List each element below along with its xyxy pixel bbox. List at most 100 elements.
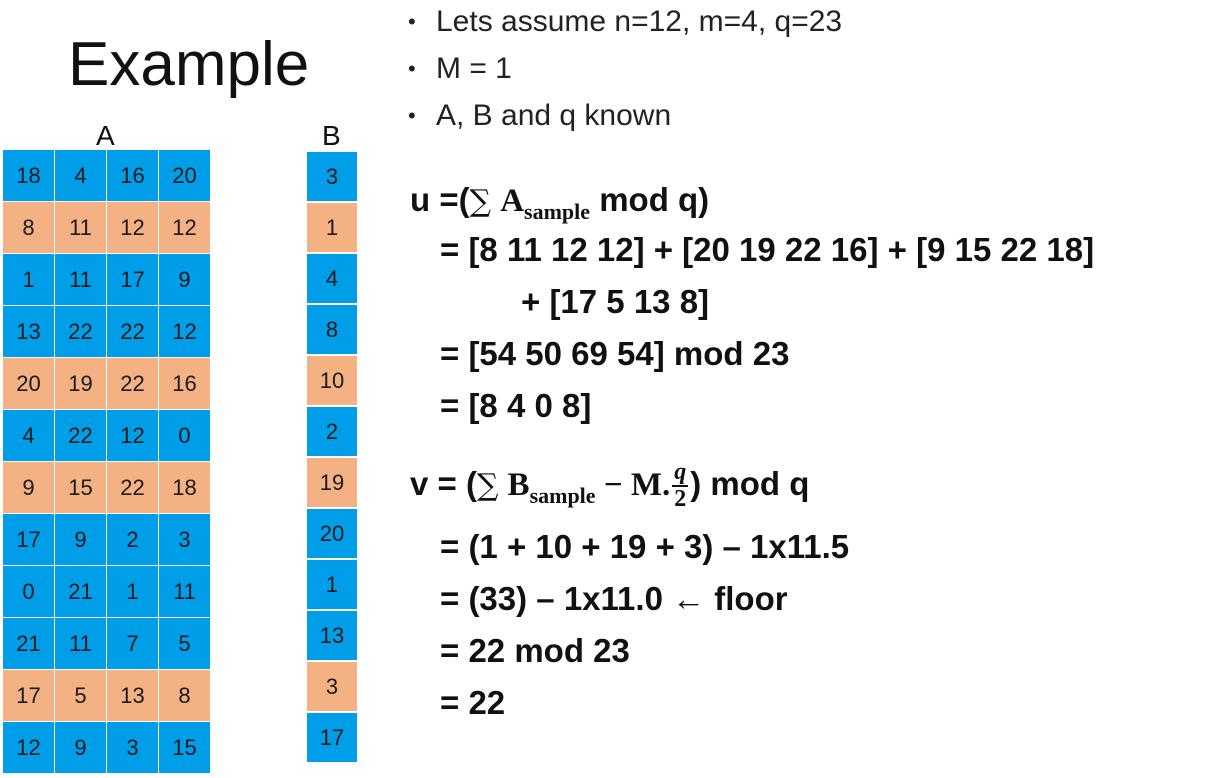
assumptions-list: •Lets assume n=12, m=4, q=23 •M = 1 •A, … (408, 2, 842, 143)
fraction-numerator: q (672, 459, 689, 488)
v-minus-term: − M. (595, 466, 671, 503)
matrix-a-cell: 9 (2, 461, 55, 514)
matrix-a-cell: 2 (106, 513, 159, 566)
sigma-symbol: ∑ (476, 467, 499, 503)
v-step: = (1 + 10 + 19 + 3) – 1x11.5 (440, 528, 850, 565)
v-step: = 22 (440, 684, 506, 721)
matrix-a-cell: 20 (2, 357, 55, 410)
matrix-a-cell: 11 (158, 565, 211, 618)
matrix-a-cell: 22 (106, 357, 159, 410)
v-variable: B (507, 466, 530, 503)
matrix-a-cell: 8 (2, 201, 55, 254)
matrix-a-label: A (96, 120, 115, 151)
matrix-a-cell: 1 (2, 253, 55, 306)
matrix-a-cell: 12 (106, 409, 159, 462)
bullet-item: •M = 1 (408, 52, 512, 85)
matrix-a-cell: 17 (2, 669, 55, 722)
u-variable: A (500, 183, 525, 219)
v-subscript: sample (529, 482, 596, 508)
matrix-a-cell: 15 (158, 721, 211, 774)
matrix-a-cell: 0 (2, 565, 55, 618)
vector-b-cell: 13 (306, 610, 358, 661)
matrix-a-cell: 5 (54, 669, 107, 722)
matrix-a-cell: 21 (2, 617, 55, 670)
matrix-a-cell: 21 (54, 565, 107, 618)
matrix-a-cell: 22 (54, 409, 107, 462)
matrix-a-cell: 12 (106, 201, 159, 254)
matrix-a-cell: 16 (158, 357, 211, 410)
vector-b-cell: 10 (306, 355, 358, 406)
vector-b-cell: 3 (306, 661, 358, 712)
u-subscript: sample (524, 199, 591, 224)
bullet-text: A, B and q known (436, 99, 672, 132)
matrix-a-cell: 11 (54, 253, 107, 306)
matrix-a-cell: 17 (106, 253, 159, 306)
matrix-a-cell: 12 (2, 721, 55, 774)
bullet-item: •A, B and q known (408, 99, 672, 132)
matrix-a-cell: 11 (54, 617, 107, 670)
slide-title: Example (68, 30, 310, 99)
v-suffix: ) mod q (690, 464, 810, 502)
v-step: = (33) – 1x11.0 ← floor (440, 580, 788, 617)
u-prefix: u =( (410, 181, 470, 218)
matrix-a-cell: 9 (54, 513, 107, 566)
vector-b-cell: 4 (306, 253, 358, 304)
matrix-a-cell: 3 (106, 721, 159, 774)
u-step: = [54 50 69 54] mod 23 (440, 335, 790, 372)
u-formula-header: u =(∑ Asample mod q) (410, 183, 709, 223)
matrix-a-cell: 16 (106, 149, 159, 202)
matrix-a-cell: 12 (158, 201, 211, 254)
matrix-a-cell: 0 (158, 409, 211, 462)
matrix-a-cell: 7 (106, 617, 159, 670)
matrix-a-cell: 12 (158, 305, 211, 358)
u-step: + [17 5 13 8] (521, 283, 710, 320)
matrix-a-cell: 17 (2, 513, 55, 566)
matrix-a-cell: 9 (158, 253, 211, 306)
bullet-item: •Lets assume n=12, m=4, q=23 (408, 5, 843, 38)
matrix-a-cell: 4 (2, 409, 55, 462)
matrix-a-cell: 18 (2, 149, 55, 202)
matrix-a-cell: 3 (158, 513, 211, 566)
vector-b-cell: 3 (306, 151, 358, 202)
vector-b-cell: 19 (306, 457, 358, 508)
u-suffix: mod q) (590, 181, 710, 218)
matrix-a-cell: 22 (54, 305, 107, 358)
vector-b-cell: 17 (306, 712, 358, 763)
vector-b-cell: 1 (306, 559, 358, 610)
matrix-a-cell: 11 (54, 201, 107, 254)
matrix-a-cell: 15 (54, 461, 107, 514)
bullet-text: M = 1 (436, 52, 512, 85)
fraction-denominator: 2 (674, 486, 687, 513)
matrix-a-cell: 1 (106, 565, 159, 618)
matrix-a-cell: 22 (106, 461, 159, 514)
matrix-a-cell: 9 (54, 721, 107, 774)
v-step: = 22 mod 23 (440, 632, 630, 669)
bullet-text: Lets assume n=12, m=4, q=23 (436, 5, 843, 38)
vector-b-cell: 2 (306, 406, 358, 457)
vector-b-cell: 1 (306, 202, 358, 253)
vector-b-label: B (322, 120, 341, 151)
matrix-a-cell: 20 (158, 149, 211, 202)
u-step: = [8 11 12 12] + [20 19 22 16] + [9 15 2… (440, 231, 1095, 268)
matrix-a-cell: 8 (158, 669, 211, 722)
matrix-a-cell: 4 (54, 149, 107, 202)
matrix-a-cell: 19 (54, 357, 107, 410)
matrix-a-cell: 22 (106, 305, 159, 358)
sigma-symbol: ∑ (469, 184, 492, 219)
v-prefix: v = ( (410, 464, 477, 502)
matrix-a-cell: 13 (2, 305, 55, 358)
